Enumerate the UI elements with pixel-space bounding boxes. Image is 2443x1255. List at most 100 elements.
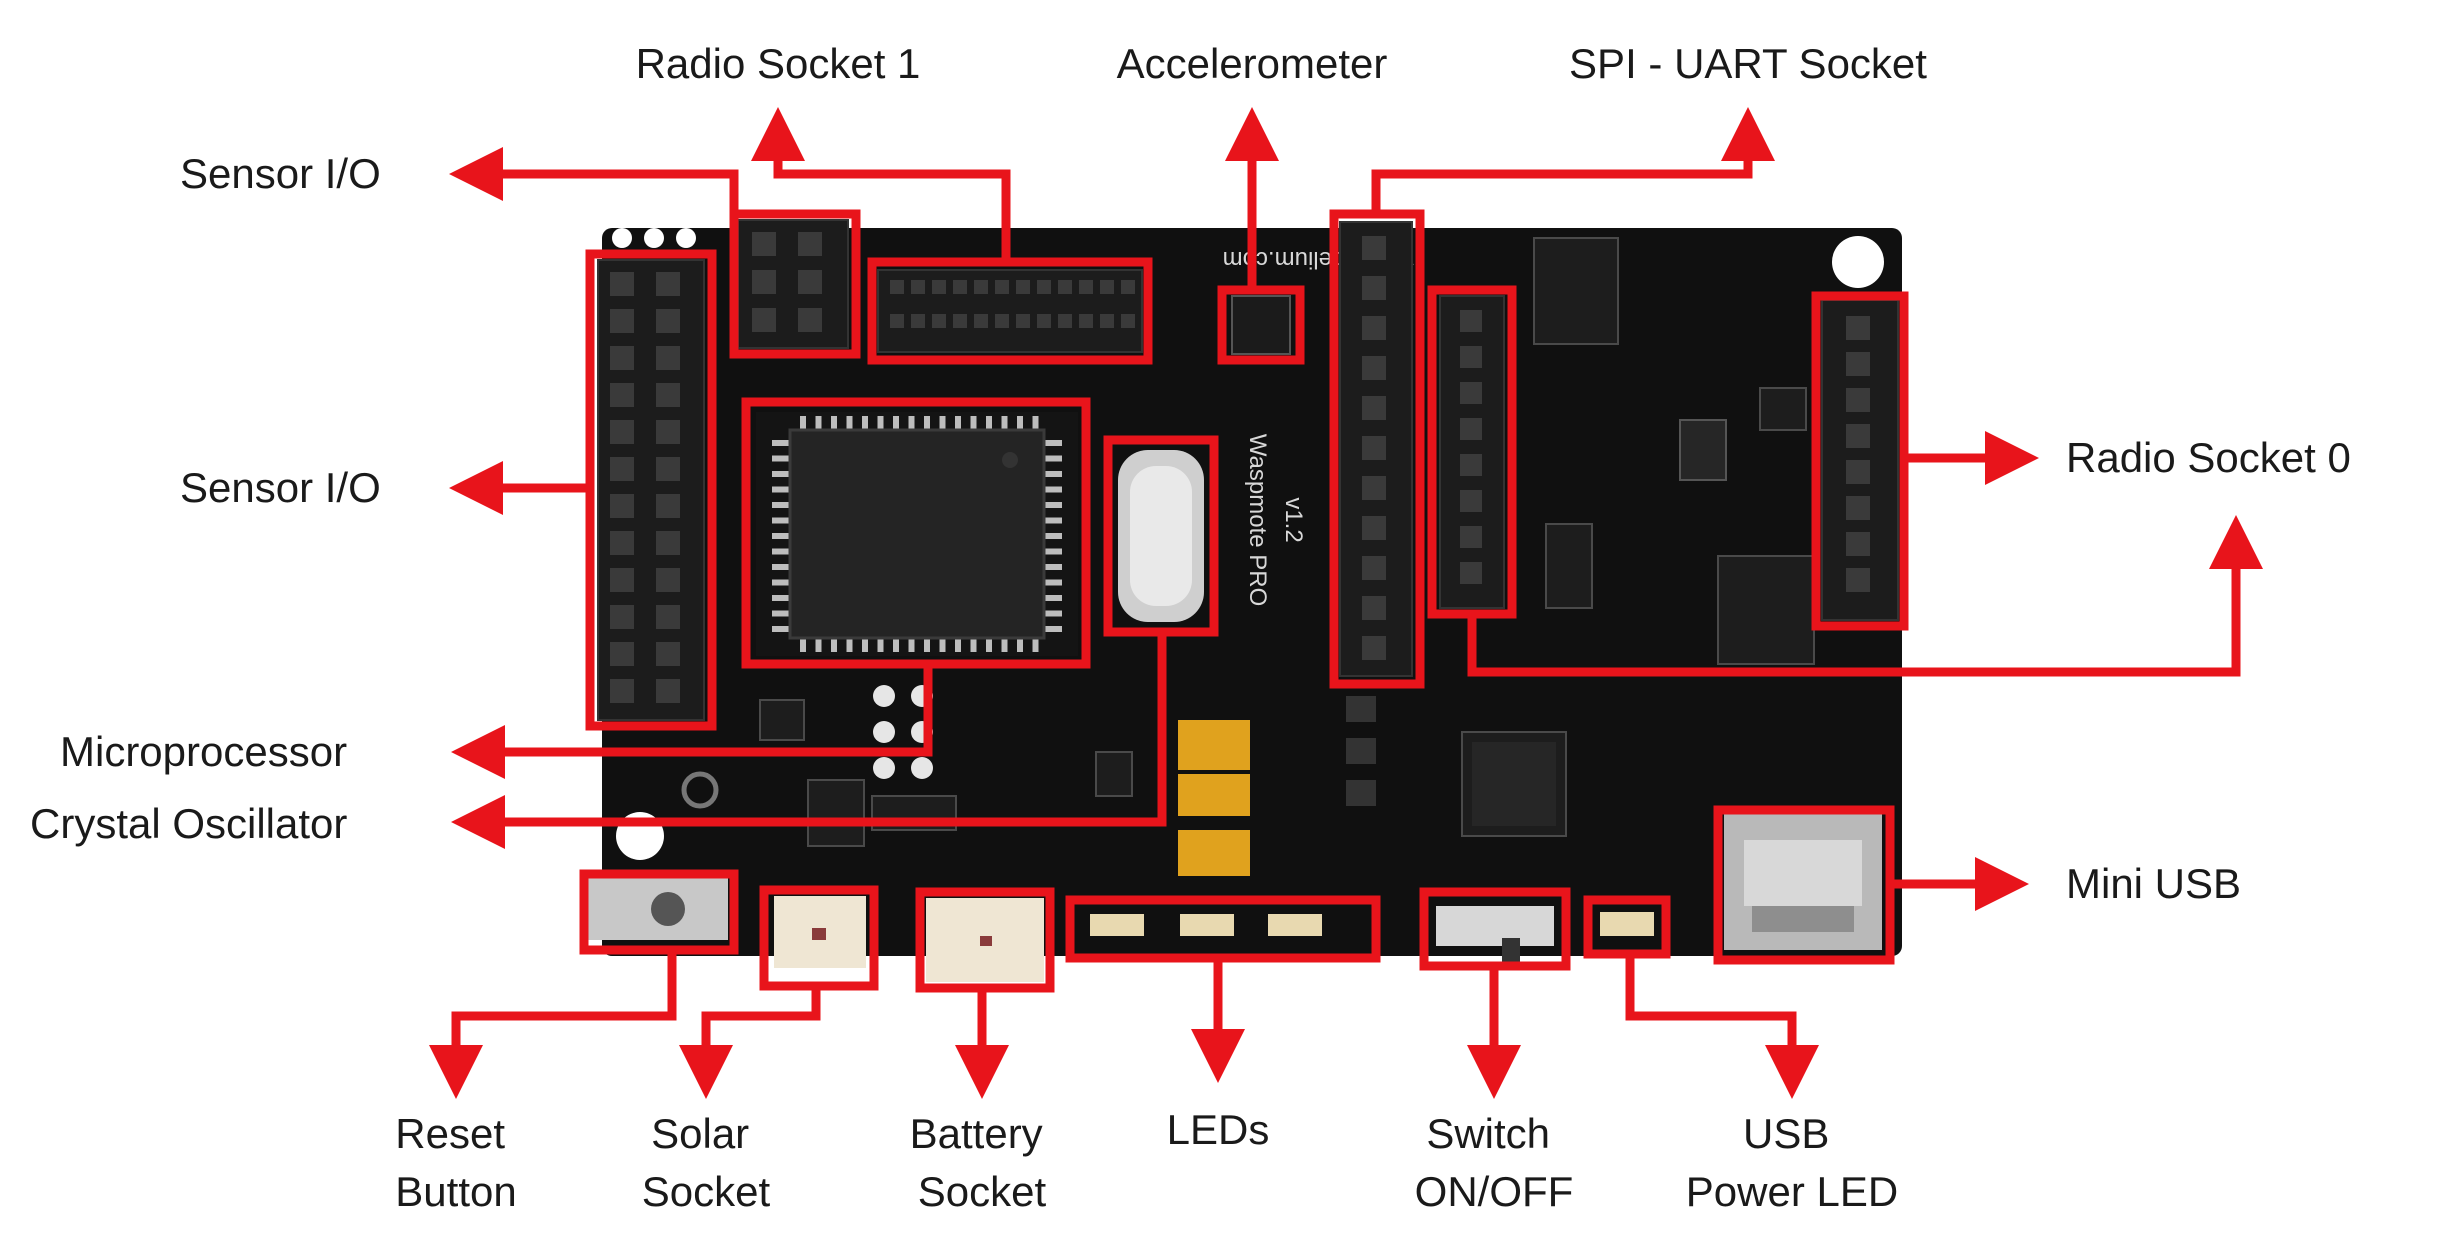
mounting-hole <box>1832 236 1884 288</box>
leader-lines <box>429 107 2263 1099</box>
chip-leg <box>1032 638 1039 652</box>
spi-uart-header <box>1339 221 1413 677</box>
header-pin <box>610 531 634 555</box>
header-pin <box>1016 314 1030 328</box>
header-pin <box>911 280 925 294</box>
switch-part <box>1436 906 1554 964</box>
chip-leg <box>1044 502 1062 508</box>
chip-leg <box>1044 517 1062 524</box>
header-pin <box>610 383 634 407</box>
chip-leg <box>986 416 992 430</box>
header-pin <box>995 280 1009 294</box>
header-pin <box>953 314 967 328</box>
header-pin <box>1037 314 1051 328</box>
header-pin <box>1460 526 1482 548</box>
mounting-hole <box>681 771 719 809</box>
chip-leg <box>772 548 790 555</box>
highlight-sensor-io-top <box>729 209 861 359</box>
header-pin <box>1121 314 1135 328</box>
chip-leg <box>970 638 977 652</box>
chip-leg <box>955 638 961 652</box>
arrow-spi-uart <box>1371 107 1775 214</box>
header-pin <box>974 314 988 328</box>
chip-leg <box>772 486 790 493</box>
label-accelerometer: Accelerometer <box>1117 40 1388 87</box>
header-pin <box>610 642 634 666</box>
header-pin <box>656 642 680 666</box>
label-crystal-oscillator: Crystal Oscillator <box>30 800 347 847</box>
crystal-oscillator-part <box>1118 450 1204 622</box>
capacitor <box>1178 720 1250 770</box>
header-pin <box>610 272 634 296</box>
chip-leg <box>924 638 930 652</box>
header-pin <box>656 494 680 518</box>
chip-leg <box>893 416 899 430</box>
chip-leg <box>862 416 868 430</box>
header-pin <box>798 270 822 294</box>
chip-leg <box>831 416 837 430</box>
header-pin <box>1058 280 1072 294</box>
header-pin <box>1016 280 1030 294</box>
label-solar-socket: Solar Socket <box>642 1110 771 1215</box>
header-pin <box>1460 310 1482 332</box>
label-switch-on-off: Switch ON/OFF <box>1415 1110 1574 1215</box>
chip-leg <box>1044 533 1062 539</box>
chip-leg <box>939 638 946 652</box>
arrow-usb-led <box>1625 954 1819 1099</box>
radio-socket-1-header <box>877 269 1143 353</box>
header-pin <box>1362 276 1386 300</box>
arrow-microprocessor <box>451 664 933 779</box>
header-pin <box>656 679 680 703</box>
chip-leg <box>893 638 899 652</box>
header-pin <box>798 308 822 332</box>
chip-leg <box>1044 486 1062 493</box>
chip-leg <box>846 416 853 430</box>
label-sensor-io-left: Sensor I/O <box>180 464 381 511</box>
arrow-solar <box>679 986 821 1099</box>
chip-leg <box>772 564 790 570</box>
header-pin <box>1846 316 1870 340</box>
silkscreen-model: Waspmote PRO <box>1244 434 1271 607</box>
chip-leg <box>772 471 790 477</box>
header-pin <box>995 314 1009 328</box>
header-pin <box>1846 532 1870 556</box>
chip-leg <box>908 416 915 430</box>
header-pin <box>656 457 680 481</box>
header-pin <box>1362 516 1386 540</box>
sensor-io-header-top <box>737 219 849 349</box>
header-pin <box>656 383 680 407</box>
label-reset-button: Reset Button <box>395 1110 516 1215</box>
label-radio-socket-1: Radio Socket 1 <box>636 40 921 87</box>
labels: Radio Socket 1 Accelerometer SPI - UART … <box>30 40 2351 1215</box>
chip-leg <box>1044 548 1062 555</box>
chip-leg <box>970 416 977 430</box>
chip-leg <box>800 638 806 652</box>
label-battery-socket: Battery Socket <box>910 1110 1055 1215</box>
header-pin <box>1362 436 1386 460</box>
chip-leg <box>772 455 790 462</box>
header-pin <box>610 346 634 370</box>
label-radio-socket-0: Radio Socket 0 <box>2066 434 2351 481</box>
highlight-microprocessor <box>741 397 1091 669</box>
header-pin <box>610 494 634 518</box>
accelerometer-chip <box>1231 295 1291 355</box>
silkscreen-version: v1.2 <box>1280 497 1307 542</box>
header-pin <box>1846 352 1870 376</box>
header-pin <box>1362 596 1386 620</box>
sensor-io-header-left <box>597 259 705 721</box>
header-pin <box>656 346 680 370</box>
header-pin <box>1460 346 1482 368</box>
header-pin <box>1846 424 1870 448</box>
chip-leg <box>1044 626 1062 632</box>
chip-leg <box>1044 564 1062 570</box>
chip-leg <box>1001 638 1008 652</box>
arrow-crystal <box>451 632 1167 849</box>
header-pin <box>911 314 925 328</box>
header-pin <box>752 270 776 294</box>
highlight-accelerometer <box>1217 285 1305 365</box>
arrow-radio-socket-0-b <box>1467 515 2263 677</box>
highlight-leds <box>1065 895 1381 963</box>
header-pin <box>1362 316 1386 340</box>
header-pin <box>656 272 680 296</box>
